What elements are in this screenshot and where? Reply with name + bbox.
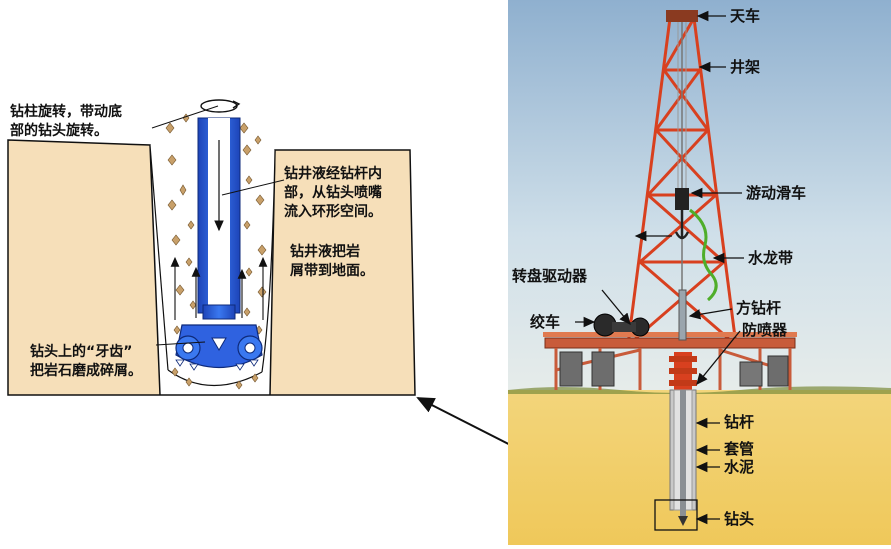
label-crown-block: 天车 (730, 7, 761, 25)
label-bop: 防喷器 (742, 321, 788, 339)
label-fluid-down: 钻井液经钻杆内 部，从钻头喷嘴 流入环形空间。 (284, 165, 382, 222)
tanks (559, 351, 789, 387)
rig-scene (508, 0, 891, 545)
label-traveling-block: 游动滑车 (746, 184, 807, 202)
label-leaders (575, 10, 744, 525)
label-casing: 套管 (724, 440, 755, 458)
label-fluid-down-line2: 部，从钻头喷嘴 (284, 185, 382, 201)
label-kelly: 方钻杆 (736, 299, 782, 317)
wellbore (669, 389, 697, 526)
label-rotary-drive: 转盘驱动器 (512, 267, 588, 285)
label-fluid-up-line2: 屑带到地面。 (290, 263, 374, 279)
label-bit-teeth: 钻头上的“牙齿” 把岩石磨成碎屑。 (30, 343, 142, 381)
bop (669, 352, 697, 390)
label-fluid-down-line3: 流入环形空间。 (284, 204, 382, 220)
label-derrick: 井架 (730, 58, 761, 76)
crown-block (666, 10, 698, 22)
rock-detail-panel (7, 99, 416, 396)
label-rotation-line1: 钻柱旋转，带动底 (10, 104, 122, 120)
drill-string (197, 117, 241, 320)
drill-bit-detail (175, 324, 263, 371)
traveling-block (674, 188, 690, 240)
label-rotation: 钻柱旋转，带动底 部的钻头旋转。 (10, 103, 122, 141)
label-fluid-up-line1: 钻井液把岩 (290, 244, 360, 260)
hose (689, 208, 718, 302)
label-drill-pipe: 钻杆 (724, 413, 755, 431)
upflow-arrows (170, 256, 268, 320)
label-fluid-down-line1: 钻井液经钻杆内 (284, 166, 382, 182)
label-bit-teeth-line1: 钻头上的“牙齿” (30, 344, 133, 360)
label-bit-teeth-line2: 把岩石磨成碎屑。 (30, 363, 142, 379)
kelly (678, 289, 687, 341)
label-drill-bit: 钻头 (724, 510, 755, 528)
label-winch: 绞车 (530, 313, 561, 331)
rotation-icon (200, 99, 241, 113)
label-cement: 水泥 (724, 458, 755, 476)
label-rotation-line2: 部的钻头旋转。 (10, 123, 108, 139)
label-fluid-up: 钻井液把岩 屑带到地面。 (290, 243, 374, 281)
label-hose: 水龙带 (748, 249, 794, 267)
rock-cuttings (165, 113, 267, 390)
